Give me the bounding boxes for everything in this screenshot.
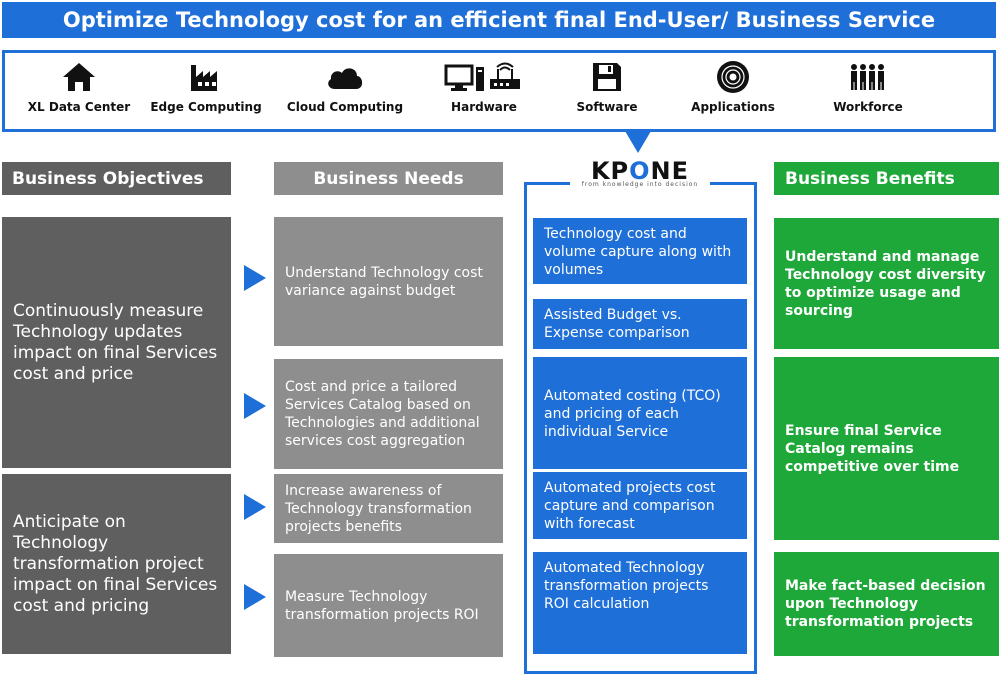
need-text: Understand Technology cost variance agai… [285, 264, 483, 299]
capability-text: Automated projects cost capture and comp… [544, 480, 716, 532]
computer-router-icon [419, 58, 549, 96]
tech-label: Hardware [451, 100, 517, 114]
arrow-right-icon [244, 393, 266, 419]
tech-xl-data-center: XL Data Center [14, 58, 144, 114]
need-box: Cost and price a tailored Services Catal… [274, 359, 503, 469]
kpone-capability: Assisted Budget vs. Expense comparison [533, 299, 747, 349]
logo-tagline: from knowledge into decision [581, 181, 699, 188]
kpone-capability: Automated Technology transformation proj… [533, 552, 747, 654]
tech-label: Workforce [833, 100, 903, 114]
tech-label: Cloud Computing [286, 100, 404, 114]
logo-text-right: NE [650, 157, 690, 185]
objective-text: Anticipate on Technology transformation … [13, 511, 218, 616]
down-pointer-icon [625, 131, 651, 153]
tech-label: Applications [691, 100, 775, 114]
need-box: Understand Technology cost variance agai… [274, 217, 503, 346]
kpone-capability: Automated projects cost capture and comp… [533, 472, 747, 539]
objective-box: Continuously measure Technology updates … [2, 217, 231, 468]
benefit-box: Ensure final Service Catalog remains com… [774, 357, 999, 540]
need-box: Increase awareness of Technology transfo… [274, 474, 503, 543]
tech-cloud-computing: Cloud Computing [280, 58, 410, 114]
benefit-text: Understand and manage Technology cost di… [785, 248, 986, 319]
cloud-icon [280, 58, 410, 96]
page-title: Optimize Technology cost for an efficien… [2, 2, 996, 38]
objective-box: Anticipate on Technology transformation … [2, 474, 231, 654]
need-text: Cost and price a tailored Services Catal… [285, 379, 480, 449]
arrow-right-icon [244, 494, 266, 520]
tech-hardware: Hardware [419, 58, 549, 114]
technology-bar [2, 50, 996, 132]
need-box: Measure Technology transformation projec… [274, 554, 503, 657]
tech-label: Software [576, 100, 638, 114]
kpone-capability: Automated costing (TCO) and pricing of e… [533, 357, 747, 469]
objective-text: Continuously measure Technology updates … [13, 300, 218, 384]
benefit-box: Understand and manage Technology cost di… [774, 218, 999, 349]
floppy-disk-icon [542, 58, 672, 96]
need-text: Increase awareness of Technology transfo… [285, 482, 472, 535]
header-business-objectives: Business Objectives [2, 162, 231, 195]
tech-workforce: Workforce [803, 58, 933, 114]
capability-text: Assisted Budget vs. Expense comparison [544, 307, 690, 341]
tech-label: Edge Computing [150, 100, 262, 114]
tech-software: Software [542, 58, 672, 114]
tech-applications: Applications [668, 58, 798, 114]
capability-text: Technology cost and volume capture along… [544, 226, 732, 278]
need-text: Measure Technology transformation projec… [285, 588, 479, 623]
disc-icon [668, 58, 798, 96]
benefit-text: Ensure final Service Catalog remains com… [785, 422, 960, 475]
kpone-capability: Technology cost and volume capture along… [533, 218, 747, 284]
capability-text: Automated Technology transformation proj… [544, 560, 709, 612]
tech-label: XL Data Center [27, 100, 131, 114]
factory-icon [141, 58, 271, 96]
tech-edge-computing: Edge Computing [141, 58, 271, 114]
header-business-needs: Business Needs [274, 162, 503, 195]
logo-text-left: KP [590, 157, 630, 185]
capability-text: Automated costing (TCO) and pricing of e… [544, 388, 721, 440]
header-business-benefits: Business Benefits [774, 162, 999, 195]
people-icon [803, 58, 933, 96]
arrow-right-icon [244, 584, 266, 610]
arrow-right-icon [244, 265, 266, 291]
house-icon [14, 58, 144, 96]
benefit-box: Make fact-based decision upon Technology… [774, 552, 999, 656]
logo-key-o: O [629, 157, 651, 185]
benefit-text: Make fact-based decision upon Technology… [785, 578, 986, 630]
kpone-logo: KPONE from knowledge into decision [570, 158, 710, 192]
